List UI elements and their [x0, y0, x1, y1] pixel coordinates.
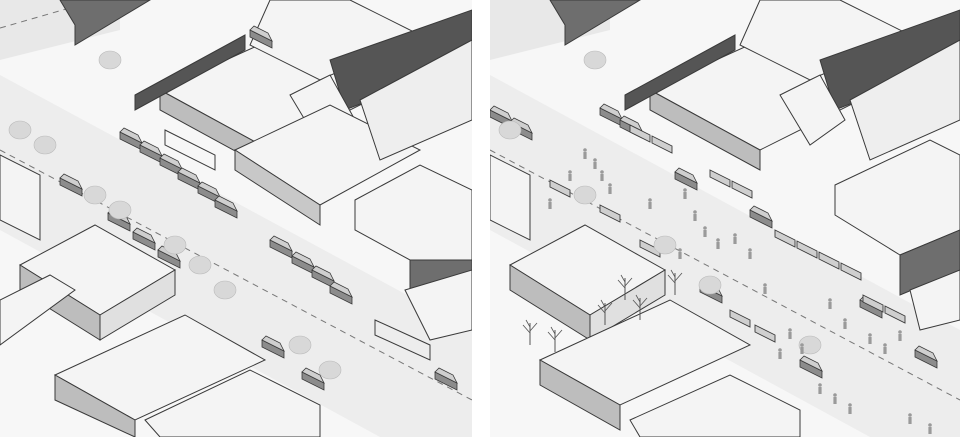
corner-building: [549, 0, 641, 46]
shade-canopies: [549, 124, 906, 343]
boundary-wall: [624, 34, 736, 111]
main-road: [490, 75, 960, 437]
isometric-street-existing: [0, 0, 472, 437]
building-block-south: [490, 154, 801, 437]
building-block-south: [0, 154, 321, 437]
main-road: [0, 75, 472, 437]
panel-existing: [0, 0, 472, 437]
boundary-wall: [134, 34, 246, 111]
building-block-north: [648, 0, 960, 331]
isometric-street-proposed: [490, 0, 960, 437]
shelters: [164, 129, 431, 361]
panel-proposed: [490, 0, 960, 437]
panel-divider: [472, 0, 490, 437]
corner-building: [59, 0, 151, 46]
building-block-north: [158, 0, 472, 341]
